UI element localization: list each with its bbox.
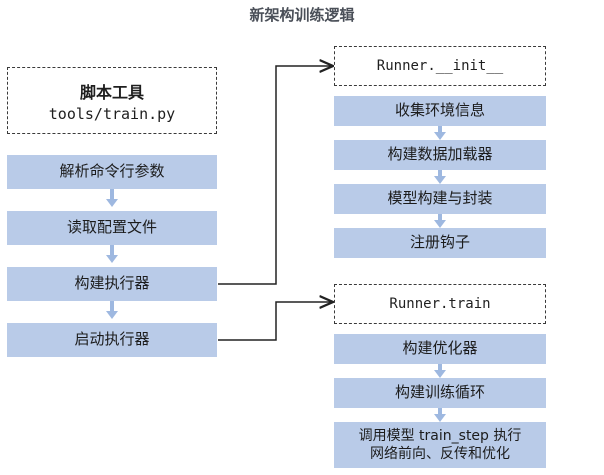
script-tool-file: tools/train.py xyxy=(48,104,176,123)
script-tool-box: 脚本工具 tools/train.py xyxy=(7,67,217,134)
step-parse-args-label: 解析命令行参数 xyxy=(59,162,165,181)
arrow-stem xyxy=(438,214,442,220)
arrow-down-icon xyxy=(106,255,118,263)
step-build-model-label: 模型构建与封装 xyxy=(387,189,493,208)
step-build-runner-label: 构建执行器 xyxy=(74,274,150,293)
arrow-down-icon xyxy=(434,176,446,184)
step-collect-env-label: 收集环境信息 xyxy=(394,101,485,120)
step-register-hooks-label: 注册钩子 xyxy=(409,233,470,252)
runner-init-box: Runner.__init__ xyxy=(334,46,546,86)
arrow-down-icon xyxy=(106,311,118,319)
arrow-stem xyxy=(438,364,442,370)
step-train-step-line1: 调用模型 train_step 执行 xyxy=(358,427,522,444)
step-build-dataloader: 构建数据加载器 xyxy=(334,140,546,170)
step-build-optimizer: 构建优化器 xyxy=(334,334,546,364)
step-build-model: 模型构建与封装 xyxy=(334,184,546,214)
step-train-step-line2: 网络前向、反传和优化 xyxy=(370,446,510,462)
step-collect-env: 收集环境信息 xyxy=(334,96,546,126)
step-build-dataloader-label: 构建数据加载器 xyxy=(387,145,493,164)
step-build-optimizer-label: 构建优化器 xyxy=(402,339,478,358)
runner-train-label: Runner.train xyxy=(389,296,491,312)
arrow-stem xyxy=(438,126,442,132)
arrow-stem xyxy=(110,189,114,199)
step-train-step: 调用模型 train_step 执行 网络前向、反传和优化 xyxy=(334,422,546,468)
script-tool-heading: 脚本工具 xyxy=(79,82,144,102)
arrow-down-icon xyxy=(434,370,446,378)
step-build-runner: 构建执行器 xyxy=(7,267,217,301)
arrow-stem xyxy=(438,408,442,414)
arrow-stem xyxy=(438,170,442,176)
step-parse-args: 解析命令行参数 xyxy=(7,155,217,189)
connector-start-to-train xyxy=(218,302,333,341)
step-build-train-loop: 构建训练循环 xyxy=(334,378,546,408)
arrow-down-icon xyxy=(434,220,446,228)
arrow-stem xyxy=(110,245,114,255)
step-start-runner-label: 启动执行器 xyxy=(74,330,150,349)
step-start-runner: 启动执行器 xyxy=(7,323,217,357)
step-read-config: 读取配置文件 xyxy=(7,211,217,245)
step-build-train-loop-label: 构建训练循环 xyxy=(394,383,485,402)
diagram-title: 新架构训练逻辑 xyxy=(249,6,355,24)
runner-init-label: Runner.__init__ xyxy=(376,58,504,74)
step-register-hooks: 注册钩子 xyxy=(334,228,546,258)
arrow-down-icon xyxy=(434,132,446,140)
arrow-down-icon xyxy=(434,414,446,422)
arrow-down-icon xyxy=(106,199,118,207)
runner-train-box: Runner.train xyxy=(334,284,546,324)
step-read-config-label: 读取配置文件 xyxy=(66,218,157,237)
connector-build-to-init xyxy=(218,66,333,285)
arrow-stem xyxy=(110,301,114,311)
